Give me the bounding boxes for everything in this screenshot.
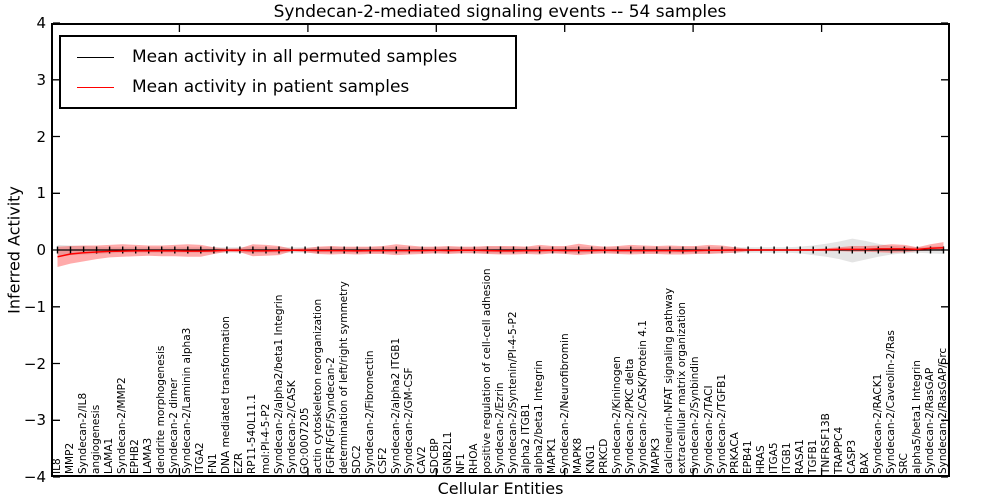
x-tick-label: PRKCD (598, 438, 611, 474)
x-tick-label: NF1 (454, 453, 467, 474)
y-tick-label: −4 (23, 468, 46, 486)
x-tick-label: Syndecan-2/Caveolin-2/Ras (884, 330, 897, 474)
x-tick-label: EPHB2 (129, 439, 142, 474)
x-tick-label: CAV2 (415, 446, 428, 474)
x-tick-label: extracellular matrix organization (676, 302, 689, 474)
x-tick-label: RP11-540L11.1 (246, 393, 259, 474)
x-tick-label: Syndecan-2/TACI (702, 385, 715, 474)
x-tick-label: EZR (233, 452, 246, 474)
x-tick-label: dendrite morphogenesis (155, 345, 168, 474)
x-tick-label: Syndecan-2/PKC delta (624, 358, 637, 474)
patient-mean-line (57, 246, 944, 258)
x-axis-label: Cellular Entities (437, 479, 564, 498)
y-tick-label: 0 (36, 241, 46, 259)
x-tick-label: mol:PI-4-5-P2 (259, 403, 272, 474)
legend-line-patient-icon (77, 86, 114, 88)
x-tick-label: MAPK1 (546, 437, 559, 474)
x-tick-label: RASA1 (793, 439, 806, 474)
legend-item-permuted: Mean activity in all permuted samples (61, 42, 515, 72)
x-tick-label: MAPK3 (650, 437, 663, 474)
x-tick-label: FN1 (207, 453, 220, 474)
x-tick-label: SDC2 (350, 445, 363, 474)
y-tick-label: −2 (23, 354, 46, 373)
x-tick-label: GO:0007205 (298, 407, 311, 474)
x-tick-label: IL8 (51, 458, 63, 474)
x-tick-label: determination of left/right symmetry (337, 281, 350, 474)
x-tick-label: Syndecan-2/TGFB1 (715, 373, 728, 474)
x-tick-label: KNG1 (585, 444, 598, 474)
x-tick-label: Syndecan-2/RasGAP/Src (937, 347, 949, 474)
x-tick-label: GNB2L1 (441, 431, 454, 474)
y-tick-label: 3 (36, 70, 46, 89)
axis-ticks (53, 22, 948, 478)
x-tick-label: LAMA1 (103, 437, 116, 474)
x-tick-label: DNA mediated transformation (220, 316, 233, 474)
legend-line-permuted-icon (77, 56, 114, 58)
x-tick-label: ITGA2 (194, 442, 207, 474)
x-tick-label: Syndecan-2/alpha2 ITGB1 (389, 337, 402, 474)
x-tick-label: alpha5/beta1 Integrin (910, 360, 923, 474)
x-tick-label: ITGB1 (780, 442, 793, 474)
x-tick-label: MAPK8 (572, 437, 585, 474)
x-tick-label: PRKACA (728, 432, 741, 474)
x-tick-label: BAX (858, 452, 871, 474)
x-tick-label: alpha2 ITGB1 (520, 403, 533, 474)
x-tick-label: Syndecan-2/RACK1 (871, 373, 884, 474)
x-tick-label: RHOA (467, 443, 480, 474)
x-tick-label: CSF2 (376, 447, 389, 474)
x-tick-label: Syndecan-2/Syntenin/PI-4-5-P2 (507, 311, 519, 474)
x-tick-label: LAMA3 (142, 437, 155, 474)
chart-title: Syndecan-2-mediated signaling events -- … (273, 2, 727, 22)
x-tick-label: angiogenesis (90, 404, 103, 474)
x-tick-label: MMP2 (64, 442, 76, 474)
legend-item-patient: Mean activity in patient samples (61, 72, 515, 102)
x-tick-label: Syndecan-2/IL8 (77, 392, 90, 474)
x-tick-label: Syndecan-2/Neurofibromin (559, 333, 572, 474)
x-tick-label: Syndecan-2/CASK/Protein 4.1 (637, 320, 650, 474)
legend-label-permuted: Mean activity in all permuted samples (132, 47, 458, 67)
x-tick-label: Syndecan-2/Laminin alpha3 (181, 327, 194, 474)
x-tick-label: SRC (897, 453, 910, 474)
legend: Mean activity in all permuted samples Me… (59, 35, 517, 109)
x-tick-label: Syndecan-2/RasGAP (924, 367, 936, 474)
x-tick-label: TGFB1 (806, 439, 819, 474)
y-tick-label: 2 (36, 127, 46, 146)
x-tick-label: Syndecan-2/GM-CSF (402, 367, 415, 474)
y-tick-label: 1 (36, 184, 46, 203)
x-tick-label: CASP3 (845, 439, 858, 474)
x-tick-label: SDCBP (428, 438, 441, 474)
x-tick-label: Syndecan-2/Fibronectin (363, 350, 376, 474)
y-tick-label: −3 (23, 411, 46, 430)
x-tick-label: Syndecan-2/alpha2/beta1 Integrin (272, 294, 285, 474)
x-tick-label: FGFR/FGF/Syndecan-2 (324, 357, 337, 474)
x-tick-label: Syndecan-2/MMP2 (116, 377, 129, 474)
y-tick-label: −1 (23, 297, 46, 316)
x-tick-label: TRAPPC4 (832, 426, 845, 474)
x-tick-label: Syndecan-2/Ezrin (494, 382, 506, 474)
x-tick-label: HRAS (754, 445, 767, 474)
x-tick-label: Syndecan-2/Synbindin (689, 356, 702, 474)
x-tick-label: Syndecan-2/CASK (285, 380, 298, 474)
x-tick-label: calcineurin-NFAT signaling pathway (663, 287, 676, 474)
y-tick-label: 4 (36, 14, 46, 32)
x-tick-label: TNFRSF13B (819, 413, 832, 474)
x-tick-label: ITGA5 (767, 442, 780, 474)
x-tick-label: positive regulation of cell-cell adhesio… (481, 268, 493, 474)
x-tick-label: Syndecan-2/Kininogen (611, 356, 624, 474)
x-tick-label: alpha2/beta1 Integrin (533, 360, 546, 474)
x-tick-label: Syndecan-2 dimer (168, 378, 181, 474)
legend-label-patient: Mean activity in patient samples (132, 77, 410, 97)
x-tick-label: actin cytoskeleton reorganization (311, 298, 324, 474)
x-tick-label: EPB41 (741, 440, 754, 474)
